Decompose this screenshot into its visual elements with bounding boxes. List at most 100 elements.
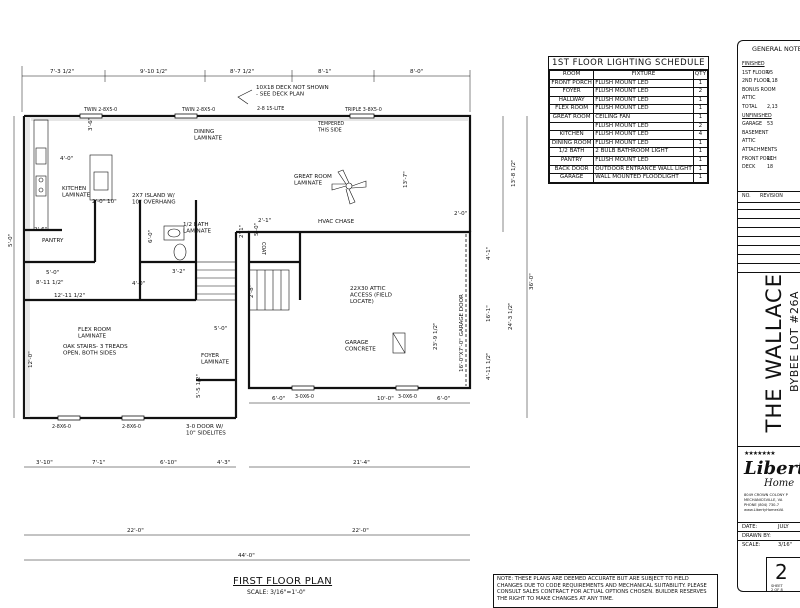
- scale-value: 3/16": [778, 542, 793, 548]
- dim-left-3: 2'-6": [34, 227, 48, 233]
- half-bath-fixtures: [163, 225, 187, 261]
- dim-misc-3: 5'-0": [214, 326, 228, 332]
- dim-misc-6: 2'-8": [249, 284, 255, 298]
- logo-subword: Home: [764, 478, 795, 489]
- right-dimensions: 13'-8 1/2" 13'-7" 2'-0" 4'-1" 16'-1" 24'…: [403, 116, 535, 418]
- schedule-fixture-cell: CEILING FAN: [593, 112, 694, 123]
- schedule-room-cell: BACK DOOR: [548, 164, 595, 175]
- general-note-label: BONUS ROOM: [742, 87, 776, 93]
- scale-row: SCALE: 3/16": [738, 540, 800, 549]
- dim-left-1: 3'-6": [88, 117, 94, 131]
- dim-misc-9: 5'-0": [254, 222, 260, 236]
- schedule-room-cell: KITCHEN: [548, 130, 595, 140]
- logo-wordmark: Libert: [744, 458, 800, 479]
- hvac-chase: HVAC CHASE: [318, 219, 355, 225]
- dim-right-5: 16'-1": [486, 305, 492, 322]
- general-note-label: FRONT PORCH: [742, 156, 777, 162]
- revision-label: REVISION: [760, 194, 783, 199]
- dim-left-8: 12'-11 1/2": [54, 293, 86, 299]
- general-note-label: TOTAL: [742, 105, 758, 110]
- schedule-qty-cell: 1: [692, 138, 709, 149]
- drawn-by-label: DRAWN BY:: [742, 533, 771, 539]
- plan-title: FIRST FLOOR PLAN: [233, 576, 333, 587]
- date-row: DATE: JULY: [738, 522, 800, 531]
- schedule-qty-cell: 1: [692, 173, 709, 183]
- schedule-room-cell: FLEX ROOM: [548, 104, 595, 114]
- general-note-row: BASEMENT: [742, 131, 768, 136]
- dim-bottom-7: 10'-0": [377, 396, 394, 402]
- window-bottom-4: 3-0X6-0: [398, 394, 417, 400]
- schedule-room-cell: GREAT ROOM: [548, 112, 595, 123]
- project-subtitle: BYBEE LOT #26A: [788, 291, 800, 392]
- schedule-room-cell: HALLWAY: [548, 95, 595, 106]
- schedule-header: QTY: [692, 70, 709, 80]
- schedule-fixture-cell: FLUSH MOUNT LED: [593, 121, 694, 132]
- dim-right-2: 13'-7": [403, 171, 409, 188]
- dim-bottom-2: 7'-1": [92, 460, 106, 466]
- stair-run: [195, 261, 290, 311]
- dim-right-1: 13'-8 1/2": [511, 159, 517, 187]
- dim-misc-7: 6'-0": [148, 229, 154, 243]
- schedule-fixture-cell: FLUSH MOUNT LED: [593, 95, 694, 106]
- dim-left-7: 8'-11 1/2": [36, 280, 64, 286]
- dim-top-3: 8'-7 1/2": [230, 69, 254, 75]
- drawn-by-row: DRAWN BY:: [738, 531, 800, 540]
- attic-access-hatch: [392, 332, 406, 354]
- company-address: 8049 CROWN COLONY P MECHANICSVILLE, VA P…: [744, 493, 788, 512]
- schedule-fixture-cell: WALL MOUNTED FLOODLIGHT: [593, 173, 694, 183]
- schedule-qty-cell: 1: [692, 112, 709, 123]
- schedule-qty-cell: 1: [692, 155, 709, 166]
- top-dimension-chain: 7'-3 1/2" 9'-10 1/2" 8'-7 1/2" 8'-1" 8'-…: [21, 66, 471, 112]
- schedule-fixture-cell: FLUSH MOUNT LED: [593, 130, 694, 140]
- garage-door: 16'-0"X7'-0" GARAGE DOOR: [459, 294, 465, 372]
- general-note-row: ATTIC: [742, 139, 755, 144]
- general-note-value: 53: [767, 122, 774, 128]
- general-note-label: ATTACHMENTS: [742, 148, 778, 153]
- schedule-room-cell: FOYER: [548, 87, 595, 97]
- schedule-room-cell: PANTRY: [548, 155, 595, 166]
- schedule-qty-cell: 1: [692, 95, 709, 106]
- dim-left-4: 5'-0": [8, 233, 14, 247]
- dim-right-4: 4'-1": [486, 246, 492, 260]
- general-note-label: GARAGE: [742, 122, 763, 128]
- revision-lines: [738, 201, 800, 273]
- general-note-label: FINISHED: [742, 62, 765, 67]
- window-twin-2: TWIN 2-8X5-0: [181, 107, 215, 113]
- room-pantry: PANTRY: [42, 238, 64, 244]
- logo-stars-icon: ★★★★★★★: [744, 450, 776, 457]
- schedule-room-cell: DINING ROOM: [548, 138, 595, 149]
- dim-bottom-6: 6'-0": [272, 396, 286, 402]
- island-note: 2X7 ISLAND W/10" OVERHANG: [132, 193, 176, 205]
- lighting-schedule: 1ST FLOOR LIGHTING SCHEDULE ROOM FIXTURE…: [548, 56, 709, 184]
- dim-bottom-11: 44'-0": [238, 553, 255, 559]
- bottom-windows: 2-8X6-0 2-8X6-0 3-0X6-0 3-0X6-0: [52, 385, 419, 430]
- schedule-fixture-cell: FLUSH MOUNT LED: [593, 78, 694, 89]
- schedule-fixture-cell: FLUSH MOUNT LED: [593, 155, 694, 166]
- dim-top-1: 7'-3 1/2": [50, 69, 74, 75]
- dim-misc-10: 2'-1": [239, 224, 245, 238]
- general-note-value: 1,18: [767, 79, 778, 85]
- general-note-label: 1ST FLOOR: [742, 70, 769, 76]
- door-15-lite: 2-8 15-LITE: [257, 106, 284, 112]
- schedule-qty-cell: 2: [692, 87, 709, 97]
- ceiling-fan-icon: [331, 169, 367, 205]
- schedule-room-cell: 1/2 BATH: [548, 147, 595, 157]
- general-note-label: BASEMENT: [742, 130, 769, 136]
- dim-left-6: 12'-0": [28, 351, 34, 368]
